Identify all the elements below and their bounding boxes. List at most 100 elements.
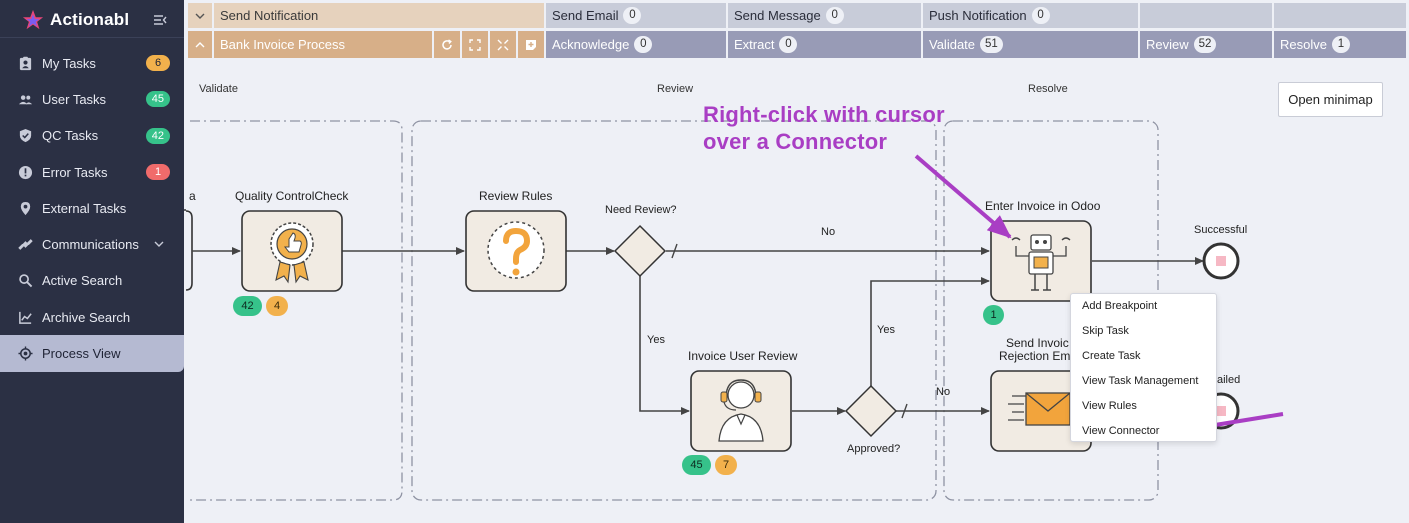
collapse-sidebar-icon[interactable] — [153, 13, 167, 27]
sidebar-nav: My Tasks 6 User Tasks 45 QC Tasks 42 Err… — [0, 45, 184, 372]
collapse-stage-button[interactable] — [188, 31, 214, 58]
annotation-arrow — [914, 154, 1012, 239]
sidebar-item-label: My Tasks — [42, 55, 96, 71]
brand-name: Actionabl — [50, 10, 130, 29]
stage-count: 0 — [779, 36, 798, 53]
stage-bar-notification: Send Notification Send Email 0 Send Mess… — [188, 3, 1406, 28]
chevron-down-icon[interactable] — [154, 240, 164, 248]
divider — [0, 37, 184, 38]
stage-label: Send Email — [552, 8, 619, 23]
note-plus-icon — [526, 39, 536, 50]
stage-extract[interactable]: Extract 0 — [728, 31, 923, 58]
users-icon — [18, 92, 33, 107]
sidebar-item-error-tasks[interactable]: Error Tasks 1 — [0, 154, 184, 190]
add-note-button[interactable] — [516, 31, 544, 58]
search-icon — [18, 273, 33, 288]
lane-label-review: Review — [657, 83, 694, 95]
sidebar-item-user-tasks[interactable]: User Tasks 45 — [0, 81, 184, 117]
stage-bar-process: Bank Invoice Process Acknowledge 0 Extra… — [188, 31, 1406, 58]
shield-check-icon — [18, 128, 33, 143]
stage-resolve[interactable]: Resolve 1 — [1274, 31, 1406, 58]
stage-count: 0 — [634, 36, 653, 53]
default-flow-marker — [901, 403, 908, 419]
fit-view-button[interactable] — [460, 31, 488, 58]
node-label: Enter Invoice in Odoo — [985, 199, 1101, 213]
annotation-line: Right-click with cursor — [703, 102, 945, 127]
node-label: Rejection Em — [999, 349, 1071, 363]
need-review-gateway[interactable] — [613, 224, 667, 278]
archive-chart-icon — [18, 310, 33, 325]
stage-label: Send Message — [734, 8, 821, 23]
node-label: Need Review? — [605, 204, 677, 216]
stage-label: Validate — [929, 37, 976, 52]
sidebar-item-process-view[interactable]: Process View — [0, 335, 184, 372]
context-menu: Add Breakpoint Skip Task Create Task Vie… — [1070, 293, 1217, 442]
partial-task-node[interactable] — [184, 209, 193, 291]
lane-review-boundary — [411, 120, 937, 501]
connector-yes[interactable] — [639, 276, 690, 415]
stage-bank-invoice-process[interactable]: Bank Invoice Process — [188, 31, 546, 58]
task-count-badge[interactable]: 42 — [233, 296, 262, 316]
sidebar-item-active-search[interactable]: Active Search — [0, 263, 184, 299]
menu-item-add-breakpoint[interactable]: Add Breakpoint — [1082, 300, 1158, 312]
stage-acknowledge[interactable]: Acknowledge 0 — [546, 31, 728, 58]
node-label: Send Invoic — [1006, 336, 1069, 350]
menu-item-view-task-management[interactable]: View Task Management — [1082, 375, 1199, 387]
support-agent-icon — [718, 379, 764, 442]
stage-review[interactable]: Review 52 — [1140, 31, 1274, 58]
sidebar-item-label: Communications — [42, 237, 139, 253]
map-pin-icon — [18, 201, 33, 216]
node-label: Review Rules — [479, 189, 553, 203]
stage-send-notification[interactable]: Send Notification — [188, 3, 546, 28]
lane-label-validate: Validate — [199, 83, 238, 95]
end-marker — [1216, 406, 1226, 416]
stage-count: 0 — [1031, 7, 1050, 24]
count-badge: 45 — [145, 91, 170, 108]
stage-send-email[interactable]: Send Email 0 — [546, 3, 728, 28]
refresh-icon — [442, 38, 452, 50]
node-label: Invoice User Review — [688, 349, 798, 363]
sidebar-item-label: Process View — [42, 346, 121, 362]
task-count-badge[interactable]: 45 — [682, 455, 711, 475]
sidebar-item-qc-tasks[interactable]: QC Tasks 42 — [0, 118, 184, 154]
stage-label: Extract — [734, 37, 775, 52]
stage-empty — [1140, 3, 1274, 28]
node-label: Approved? — [847, 443, 901, 455]
menu-item-view-rules[interactable]: View Rules — [1082, 400, 1137, 412]
menu-item-create-task[interactable]: Create Task — [1082, 350, 1141, 362]
sidebar-item-my-tasks[interactable]: My Tasks 6 — [0, 45, 184, 81]
sidebar-item-label: QC Tasks — [42, 128, 99, 144]
open-minimap-button[interactable]: Open minimap — [1278, 82, 1383, 117]
annotation-line: over a Connector — [703, 129, 888, 154]
stage-count: 51 — [980, 36, 1003, 53]
stage-send-message[interactable]: Send Message 0 — [728, 3, 923, 28]
task-count-badge[interactable]: 4 — [266, 296, 288, 316]
invoice-user-review-task[interactable] — [690, 370, 792, 452]
sidebar-item-external-tasks[interactable]: External Tasks — [0, 190, 184, 226]
stage-count: 0 — [825, 7, 844, 24]
count-badge: 1 — [146, 163, 170, 180]
stage-label: Acknowledge — [552, 37, 630, 52]
sidebar-item-label: Error Tasks — [42, 164, 108, 180]
connector-yes[interactable] — [870, 277, 990, 386]
default-flow-marker — [671, 243, 678, 259]
sidebar-item-archive-search[interactable]: Archive Search — [0, 299, 184, 335]
fullscreen-button[interactable] — [488, 31, 516, 58]
approved-gateway[interactable] — [844, 384, 898, 438]
edge-label: No — [821, 226, 836, 238]
stage-label: Review — [1146, 37, 1189, 52]
count-badge: 42 — [145, 127, 170, 144]
sidebar-item-label: External Tasks — [42, 200, 127, 216]
task-count-badge[interactable]: 7 — [715, 455, 737, 475]
menu-item-skip-task[interactable]: Skip Task — [1082, 325, 1129, 337]
stage-push-notification[interactable]: Push Notification 0 — [923, 3, 1140, 28]
expand-arrows-icon — [469, 38, 481, 51]
refresh-button[interactable] — [432, 31, 460, 58]
sidebar-item-communications[interactable]: Communications — [0, 226, 184, 262]
menu-item-view-connector[interactable]: View Connector — [1082, 425, 1160, 437]
expand-stage-button[interactable] — [188, 3, 214, 28]
instruction-annotation: Right-click with cursor over a Connector — [703, 101, 945, 155]
brand[interactable]: Actionabl — [22, 8, 129, 32]
stage-validate[interactable]: Validate 51 — [923, 31, 1140, 58]
task-count-badge[interactable]: 1 — [983, 305, 1004, 325]
